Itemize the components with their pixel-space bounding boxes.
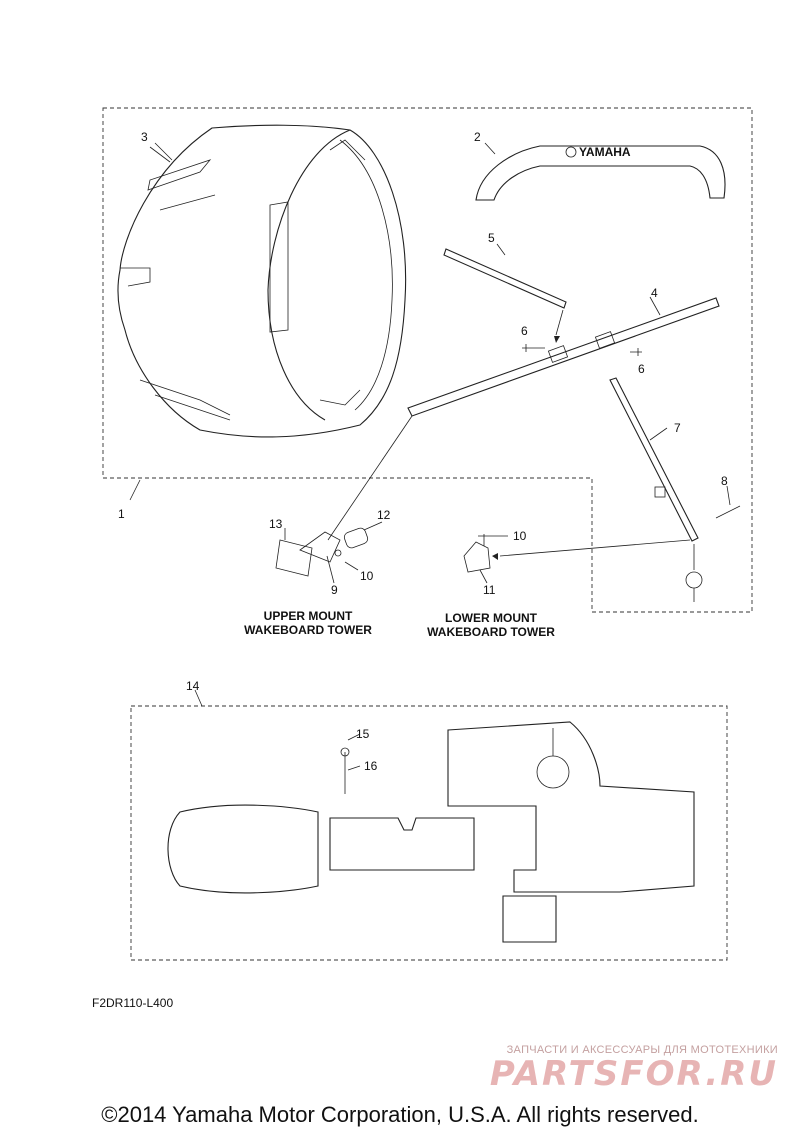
part-5-rod [443, 248, 567, 343]
watermark-logo: PARTSFOR.RU [489, 1054, 778, 1094]
callout-5: 5 [488, 231, 495, 245]
callout-14: 14 [186, 679, 200, 693]
callout-4: 4 [651, 286, 658, 300]
watermark-subtitle: ЗАПЧАСТИ И АКСЕССУАРЫ ДЛЯ МОТОТЕХНИКИ [506, 1044, 778, 1056]
figure-code: F2DR110-L400 [92, 996, 174, 1010]
copyright-notice: ©2014 Yamaha Motor Corporation, U.S.A. A… [101, 1102, 699, 1127]
callout-6a: 6 [521, 324, 528, 338]
callout-7: 7 [674, 421, 681, 435]
part-4-tube [327, 297, 720, 541]
callout-2: 2 [474, 130, 481, 144]
callout-13: 13 [269, 517, 283, 531]
watermark: ЗАПЧАСТИ И АКСЕССУАРЫ ДЛЯ МОТОТЕХНИКИ PA… [478, 1044, 778, 1094]
callout-16: 16 [364, 759, 378, 773]
lower-mount-parts [463, 534, 491, 573]
part-8-pin [715, 505, 741, 519]
callout-6b: 6 [638, 362, 645, 376]
callout-12: 12 [377, 508, 391, 522]
group-1-boundary [102, 107, 753, 613]
callout-10a: 10 [360, 569, 374, 583]
callout-15: 15 [356, 727, 370, 741]
group-14-boundary [130, 705, 728, 961]
callout-1: 1 [118, 507, 125, 521]
upper-mount-caption-line1: UPPER MOUNT [264, 609, 353, 623]
lower-mount-caption-line1: LOWER MOUNT [445, 611, 538, 625]
part-6-bolts [522, 344, 642, 356]
callout-10b: 10 [513, 529, 527, 543]
lower-mount-caption-line2: WAKEBOARD TOWER [427, 625, 555, 639]
upper-mount-caption-line2: WAKEBOARD TOWER [244, 623, 372, 637]
callout-8: 8 [721, 474, 728, 488]
yamaha-brand-label: YAMAHA [579, 145, 631, 159]
upper-mount-parts [275, 527, 369, 577]
part-3-cover [117, 124, 407, 438]
part-7-strut [492, 377, 703, 602]
callout-leaders [129, 142, 731, 771]
callout-9: 9 [331, 583, 338, 597]
callout-3: 3 [141, 130, 148, 144]
part-14-mats [167, 721, 695, 943]
part-2-handle: YAMAHA [475, 145, 726, 201]
callout-11: 11 [483, 583, 496, 597]
